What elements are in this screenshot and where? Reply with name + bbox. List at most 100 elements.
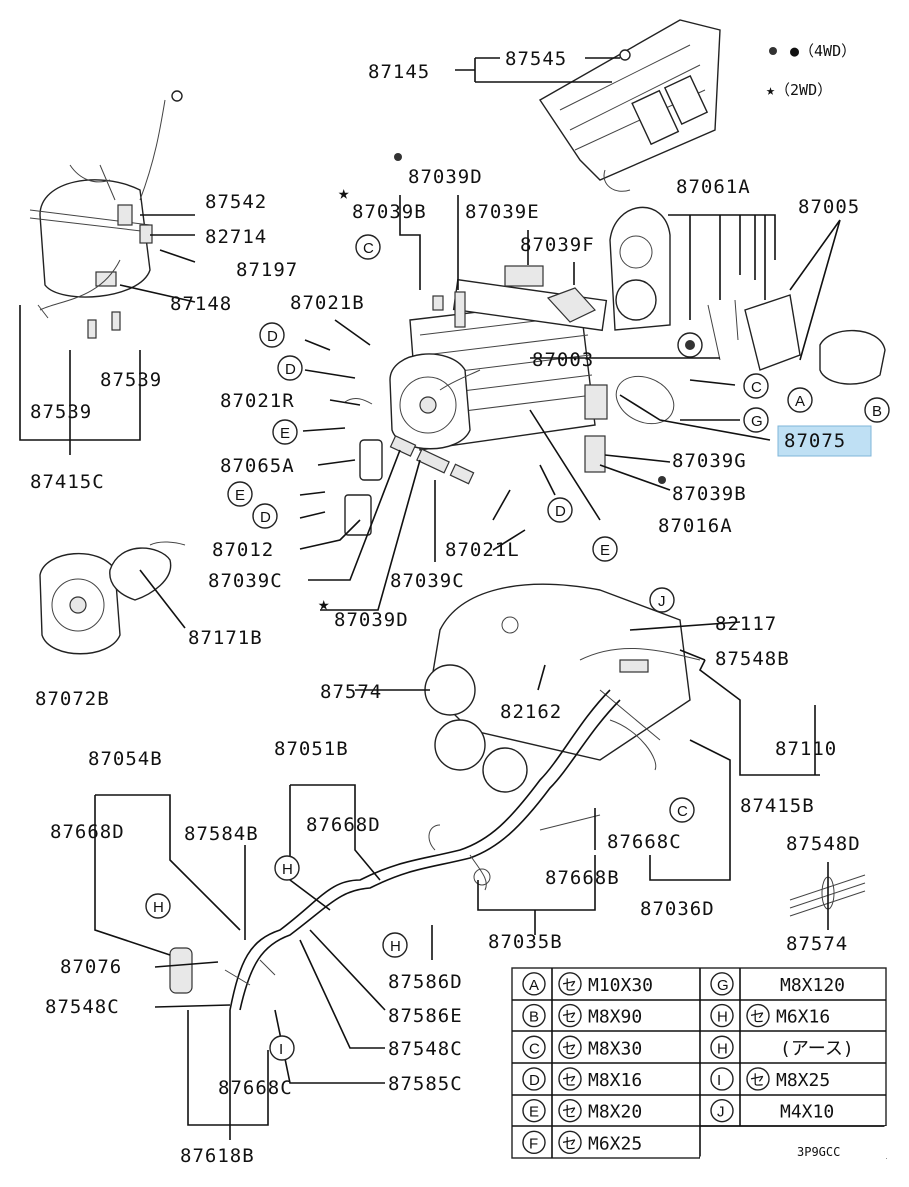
part-label[interactable]: 87016A <box>658 515 733 537</box>
dot-icon <box>394 153 402 161</box>
part-label[interactable]: 87548D <box>786 833 861 855</box>
legend-4wd: ●（4WD） <box>790 42 856 60</box>
callout-c: C <box>363 240 374 257</box>
part-label[interactable]: 87003 <box>532 349 594 371</box>
bolt-key: G <box>717 977 729 994</box>
callout-b: B <box>872 403 882 420</box>
bolt-key-circle <box>522 1130 546 1155</box>
part-label[interactable]: 87110 <box>775 738 837 760</box>
part-label-highlighted[interactable]: 87075 <box>784 430 846 452</box>
bolt-size: (アース) <box>780 1038 854 1059</box>
part-label[interactable]: 87051B <box>274 738 349 760</box>
part-label[interactable]: 87585C <box>388 1073 463 1095</box>
bolt-key: C <box>529 1040 540 1057</box>
part-label[interactable]: 87065A <box>220 455 295 477</box>
condenser-fan-illustration <box>389 353 481 450</box>
part-label[interactable]: 87574 <box>320 681 382 703</box>
part-label[interactable]: 87415C <box>30 471 105 493</box>
bolt-callouts: C D D E E D C G A B D E J C H H H I <box>145 234 890 1061</box>
bolt-size: M8X120 <box>780 975 845 996</box>
highlight-box <box>777 425 872 457</box>
part-label[interactable]: 87145 <box>368 61 430 83</box>
bolt-key-circle <box>710 972 734 996</box>
callout-e: E <box>280 425 290 442</box>
part-label[interactable]: 87584B <box>184 823 259 845</box>
dot-icon <box>658 476 666 484</box>
part-label[interactable]: 87035B <box>488 931 563 953</box>
bolt-mark: セ <box>562 1135 577 1152</box>
bolt-size: M10X30 <box>588 975 653 996</box>
part-label[interactable]: 87061A <box>676 176 751 198</box>
part-label[interactable]: 87415B <box>740 795 815 817</box>
bolt-mark-circle <box>558 972 582 996</box>
part-label[interactable]: 87668D <box>306 814 381 836</box>
bolt-mark-circle <box>558 1098 582 1123</box>
part-label[interactable]: 87539 <box>30 401 92 423</box>
part-label[interactable]: 87197 <box>236 259 298 281</box>
bolt-key-circle <box>522 972 546 996</box>
part-label[interactable]: 87668B <box>545 867 620 889</box>
part-label[interactable]: 87039D <box>408 166 483 188</box>
part-label[interactable]: 87076 <box>60 956 122 978</box>
callout-i: I <box>279 1041 283 1058</box>
bolt-key-circle <box>522 1035 546 1059</box>
part-label[interactable]: 87548C <box>388 1038 463 1060</box>
part-label[interactable]: 87545 <box>505 48 567 70</box>
callout-e: E <box>600 542 610 559</box>
evaporator-unit-illustration <box>29 90 183 339</box>
bolt-size: M6X16 <box>776 1007 830 1028</box>
part-label[interactable]: 87668D <box>50 821 125 843</box>
part-label[interactable]: 87039C <box>208 570 283 592</box>
part-label[interactable]: 87012 <box>212 539 274 561</box>
bolt-size: M8X20 <box>588 1102 642 1123</box>
bolt-key: J <box>717 1104 725 1121</box>
bolt-key-circle <box>710 1067 734 1091</box>
part-label[interactable]: 87668C <box>218 1077 293 1099</box>
part-label[interactable]: 87586E <box>388 1005 463 1027</box>
part-label[interactable]: 87039C <box>390 570 465 592</box>
part-label[interactable]: 87039E <box>465 201 540 223</box>
part-label[interactable]: 87054B <box>88 748 163 770</box>
part-label[interactable]: 87548C <box>45 996 120 1018</box>
part-label[interactable]: 82117 <box>715 613 777 635</box>
part-label[interactable]: 82162 <box>500 701 562 723</box>
part-label[interactable]: 87171B <box>188 627 263 649</box>
part-label[interactable]: 87039B <box>672 483 747 505</box>
part-label[interactable]: 87039F <box>520 234 595 256</box>
part-label[interactable]: 87148 <box>170 293 232 315</box>
bolt-key: F <box>529 1135 538 1152</box>
bolt-size: M8X25 <box>776 1070 830 1091</box>
bolt-size: M8X16 <box>588 1070 642 1091</box>
part-label[interactable]: 87668C <box>607 831 682 853</box>
part-label[interactable]: 87021R <box>220 390 295 412</box>
control-panel-illustration <box>539 19 721 192</box>
part-label[interactable]: 87036D <box>640 898 715 920</box>
part-label[interactable]: 82714 <box>205 226 267 248</box>
part-label[interactable]: 87618B <box>180 1145 255 1167</box>
part-label[interactable]: 87039G <box>672 450 747 472</box>
callout-d: D <box>260 509 271 526</box>
compressor-illustration <box>584 206 886 473</box>
bolt-mark-circle <box>558 1067 582 1091</box>
bolt-mark: セ <box>562 1072 577 1089</box>
part-label[interactable]: 87039B <box>352 201 427 223</box>
part-label[interactable]: 87548B <box>715 648 790 670</box>
part-label[interactable]: 87021B <box>290 292 365 314</box>
part-label[interactable]: 87542 <box>205 191 267 213</box>
callout-a: A <box>795 393 805 410</box>
bolt-spec-table <box>511 967 888 1160</box>
part-label[interactable]: 87005 <box>798 196 860 218</box>
part-label[interactable]: 87021L <box>445 539 520 561</box>
part-label[interactable]: 87574 <box>786 933 848 955</box>
part-label[interactable]: 87586D <box>388 971 463 993</box>
part-label[interactable]: 87539 <box>100 369 162 391</box>
bolt-key: H <box>717 1040 728 1057</box>
bolt-key: D <box>529 1072 540 1089</box>
part-label[interactable]: 87039D <box>334 609 409 631</box>
part-label[interactable]: 87072B <box>35 688 110 710</box>
